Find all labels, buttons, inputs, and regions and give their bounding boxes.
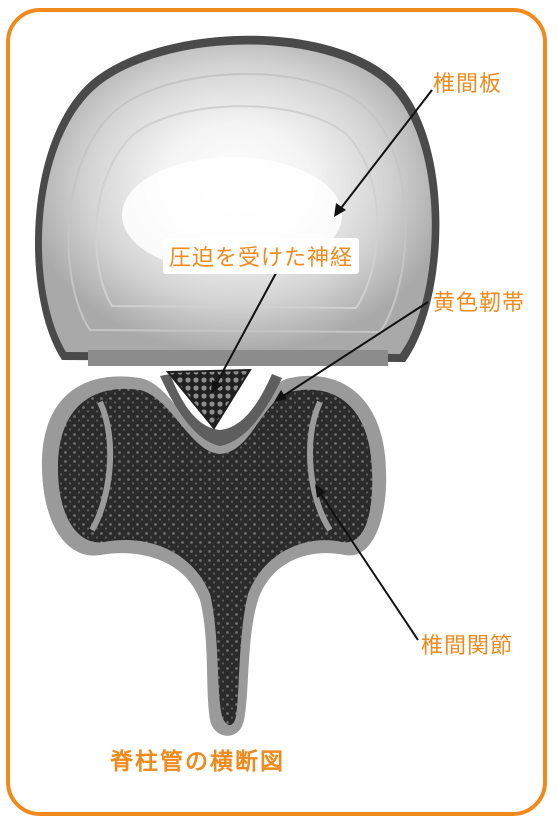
intervertebral-disc <box>35 36 439 366</box>
label-ligamentum-flavum: 黄色靭帯 <box>433 285 525 317</box>
diagram-caption: 脊柱管の横断図 <box>110 742 285 776</box>
label-intervertebral-disc: 椎間板 <box>433 66 502 98</box>
label-compressed-nerve: 圧迫を受けた神経 <box>163 238 359 274</box>
label-facet-joint: 椎間関節 <box>421 628 513 660</box>
